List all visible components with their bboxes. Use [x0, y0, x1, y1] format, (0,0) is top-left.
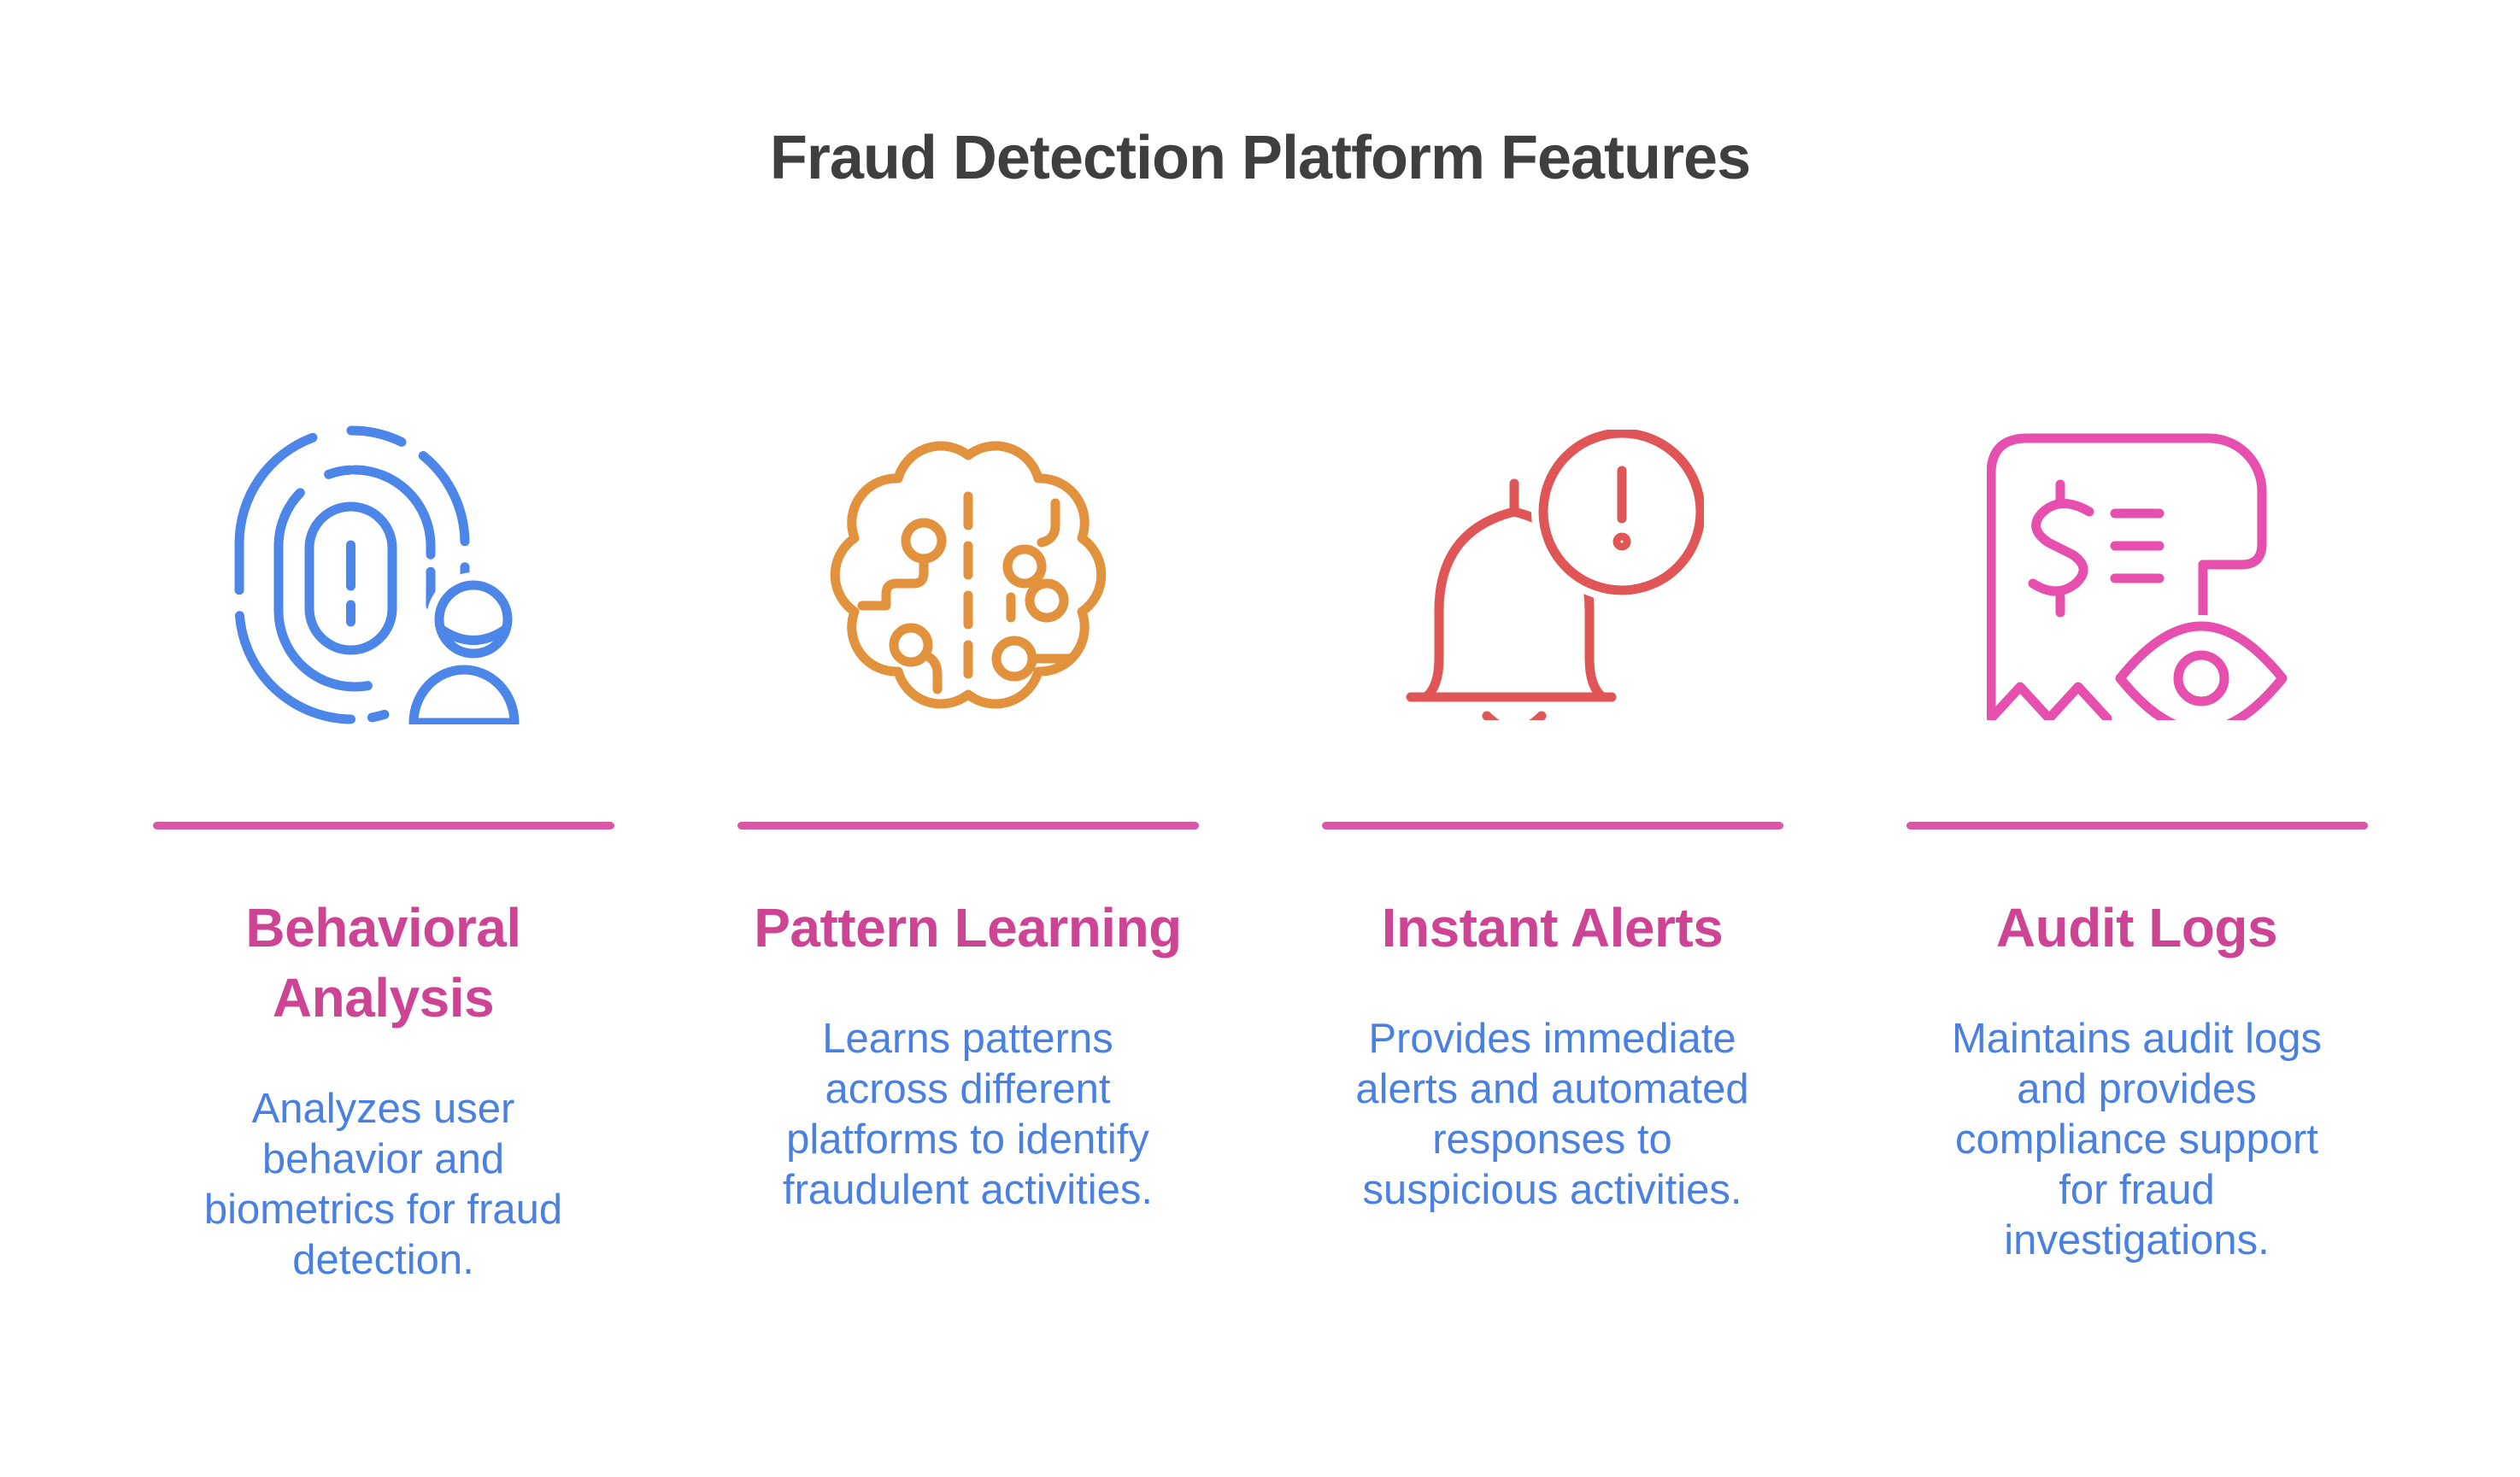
feature-audit-logs: Audit Logs Maintains audit logs and prov…	[1906, 425, 2368, 1286]
fingerprint-user-icon	[234, 425, 533, 724]
feature-description: Learns patterns across different platfor…	[782, 1016, 1154, 1213]
feature-heading: Audit Logs	[1995, 897, 2278, 958]
feature-heading: Pattern Learning	[754, 897, 1182, 958]
features-row: Behavioral Analysis Analyzes user behavi…	[0, 425, 2520, 1286]
page-title: Fraud Detection Platform Features	[769, 124, 1751, 192]
alert-bell-icon	[1401, 425, 1704, 724]
feature-description: Provides immediate alerts and automated …	[1355, 1016, 1749, 1213]
divider-line	[1321, 822, 1783, 829]
feature-description: Maintains audit logs and provides compli…	[1951, 1016, 2323, 1263]
divider-line	[1906, 822, 2368, 829]
feature-heading: Behavioral Analysis	[245, 897, 521, 1029]
divider-line	[737, 822, 1199, 829]
feature-pattern-learning: Pattern Learning Learns patterns across …	[737, 425, 1199, 1286]
feature-instant-alerts: Instant Alerts Provides immediate alerts…	[1321, 425, 1783, 1286]
feature-description: Analyzes user behavior and biometrics fo…	[203, 1086, 563, 1283]
brain-circuit-icon	[823, 425, 1113, 724]
receipt-eye-icon	[1986, 425, 2288, 724]
divider-line	[152, 822, 614, 829]
feature-heading: Instant Alerts	[1381, 897, 1724, 958]
feature-behavioral-analysis: Behavioral Analysis Analyzes user behavi…	[152, 425, 614, 1286]
